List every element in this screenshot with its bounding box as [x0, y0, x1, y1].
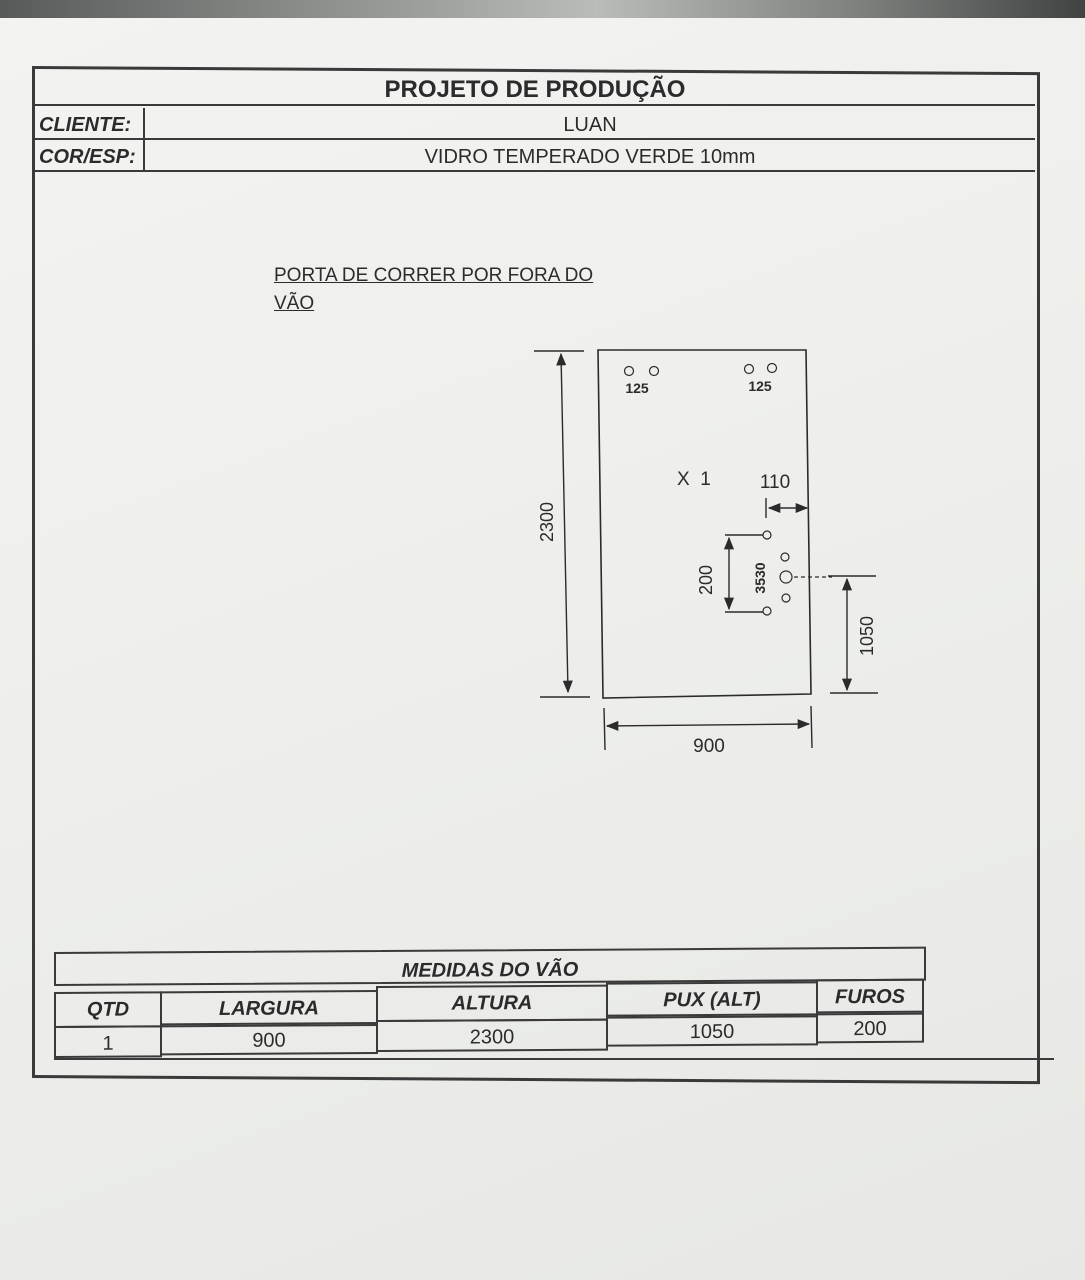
top-left-holes-label: 125 [625, 380, 649, 396]
height-dim-label: 2300 [537, 502, 557, 542]
width-dim-ext-left [603, 707, 606, 751]
product-note: PORTA DE CORRER POR FORA DO VÃO [274, 262, 604, 318]
quantity-mark: X 1 [677, 469, 711, 490]
product-note-line-1: PORTA DE CORRER POR FORA DO [274, 265, 594, 286]
client-row: CLIENTE: LUAN [35, 108, 1035, 140]
hole-top-right-2 [766, 362, 778, 374]
col-header-qtd: QTD [54, 991, 162, 1028]
document-title: PROJETO DE PRODUÇÃO [35, 68, 1035, 106]
color-label: COR/ESP: [35, 140, 145, 170]
cell-altura: 2300 [376, 1018, 608, 1053]
measurements-table-title: MEDIDAS DO VÃO [54, 946, 926, 986]
product-note-line-2: VÃO [274, 293, 315, 314]
hole-top-left-2 [648, 365, 660, 377]
handle-hole-top [762, 530, 772, 540]
lock-hole-2 [779, 570, 793, 584]
top-right-holes-label: 125 [748, 378, 772, 394]
handle-hole-bottom [762, 606, 772, 616]
cell-pux: 1050 [606, 1013, 818, 1047]
glass-panel-outline [597, 349, 812, 699]
col-header-altura: ALTURA [376, 984, 608, 1023]
lock-hole-3 [781, 593, 791, 603]
hole-top-right-1 [743, 363, 755, 375]
client-value: LUAN [563, 114, 617, 136]
handle-spacing-label: 200 [696, 565, 716, 595]
color-value: VIDRO TEMPERADO VERDE 10mm [424, 146, 756, 168]
paper-sheet [0, 18, 1085, 1280]
width-dim-label: 900 [693, 736, 725, 757]
hole-top-left-1 [623, 365, 635, 377]
width-dim-line [605, 719, 811, 731]
bottom-divider [54, 1058, 1054, 1060]
handle-height-label: 1050 [857, 616, 877, 656]
cell-qtd: 1 [54, 1025, 162, 1058]
lock-hole-1 [780, 552, 790, 562]
cell-furos: 200 [816, 1010, 924, 1044]
color-row: COR/ESP: VIDRO TEMPERADO VERDE 10mm [35, 140, 1035, 172]
cell-largura: 900 [160, 1022, 378, 1056]
handle-note-label: 3530 [752, 562, 768, 593]
client-label: CLIENTE: [35, 108, 145, 138]
height-dim-line [556, 352, 573, 694]
width-dim-ext-right [810, 705, 813, 749]
edge-offset-label: 110 [760, 472, 790, 493]
